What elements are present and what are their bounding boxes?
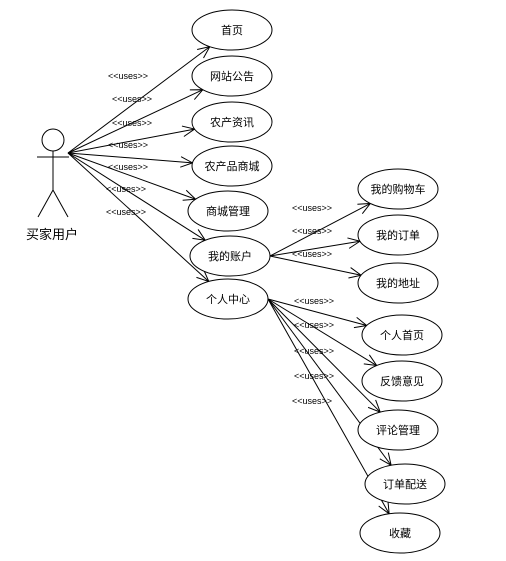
use-case-ellipse xyxy=(191,145,273,187)
relation-line-announcements xyxy=(67,89,204,154)
use-case-label: 收藏 xyxy=(389,526,411,540)
uses-label-review-management: <<uses>> xyxy=(294,346,334,356)
relation-line-mall-management xyxy=(67,152,196,200)
use-case-label: 商城管理 xyxy=(206,204,250,218)
use-case-ellipse xyxy=(187,278,269,320)
uses-label-my-account: <<uses>> xyxy=(106,184,146,194)
relation-line-my-address xyxy=(269,255,362,276)
uses-label-personal-home: <<uses>> xyxy=(294,296,334,306)
relation-line-agri-news xyxy=(67,128,195,154)
use-case-favorites: 收藏 xyxy=(359,512,441,554)
relation-line-my-orders xyxy=(269,240,361,257)
use-case-ellipse xyxy=(189,235,271,277)
uses-label-my-orders: <<uses>> xyxy=(292,226,332,236)
use-case-home: 首页 xyxy=(191,9,273,51)
relation-labels-layer: <<uses>> <<uses>> <<uses>> <<uses>> <<uses>>… xyxy=(106,71,334,406)
use-case-ellipse xyxy=(361,360,443,402)
actor-buyer: 买家用户 xyxy=(26,128,78,243)
uses-label-agri-mall: <<uses>> xyxy=(108,140,148,150)
use-case-ellipse xyxy=(191,9,273,51)
use-case-order-delivery: 订单配送 xyxy=(364,463,446,505)
use-case-label: 评论管理 xyxy=(376,423,420,437)
use-case-agri-mall: 农产品商城 xyxy=(191,145,273,187)
use-case-my-orders: 我的订单 xyxy=(357,214,439,256)
use-case-personal-center: 个人中心 xyxy=(187,278,269,320)
uses-label-home: <<uses>> xyxy=(108,71,148,81)
use-case-ellipse xyxy=(364,463,446,505)
use-case-label: 个人中心 xyxy=(206,293,250,306)
uses-label-agri-news: <<uses>> xyxy=(112,118,152,128)
uses-label-favorites: <<uses>> xyxy=(292,396,332,406)
use-case-label: 首页 xyxy=(221,23,243,37)
use-case-ellipse xyxy=(191,55,273,97)
use-case-announcements: 网站公告 xyxy=(191,55,273,97)
use-case-ellipse xyxy=(361,314,443,356)
use-case-feedback: 反馈意见 xyxy=(361,360,443,402)
use-case-label: 网站公告 xyxy=(210,69,254,83)
relation-line-personal-home xyxy=(267,298,367,327)
relation-line-personal-center xyxy=(67,152,210,282)
uses-label-my-cart: <<uses>> xyxy=(292,203,332,213)
relation-line-feedback xyxy=(267,298,377,366)
use-case-label: 个人首页 xyxy=(380,328,424,342)
actor-label: 买家用户 xyxy=(26,227,78,243)
uses-label-personal-center: <<uses>> xyxy=(106,207,146,217)
use-case-review-management: 评论管理 xyxy=(357,409,439,451)
actor-head xyxy=(41,128,65,152)
use-case-label: 反馈意见 xyxy=(380,374,424,388)
use-case-ellipse xyxy=(187,190,269,232)
relation-line-my-cart xyxy=(269,203,371,257)
use-case-ellipse xyxy=(359,512,441,554)
uses-label-my-address: <<uses>> xyxy=(292,249,332,259)
uses-label-announcements: <<uses>> xyxy=(112,94,152,104)
relation-line-agri-mall xyxy=(67,152,193,164)
uses-label-order-delivery: <<uses>> xyxy=(294,371,334,381)
uses-label-mall-management: <<uses>> xyxy=(108,162,148,172)
use-case-ellipse xyxy=(357,262,439,304)
use-case-label: 我的订单 xyxy=(376,228,420,242)
use-case-label: 我的购物车 xyxy=(371,182,426,196)
use-case-label: 我的地址 xyxy=(376,276,420,290)
actor-right-leg xyxy=(52,189,69,218)
use-case-label: 农产品商城 xyxy=(205,159,260,173)
use-case-label: 我的账户 xyxy=(208,249,252,263)
use-case-personal-home: 个人首页 xyxy=(361,314,443,356)
use-case-mall-management: 商城管理 xyxy=(187,190,269,232)
relation-line-home xyxy=(67,46,211,154)
use-case-ellipse xyxy=(191,101,273,143)
use-case-agri-news: 农产资讯 xyxy=(191,101,273,143)
use-case-my-address: 我的地址 xyxy=(357,262,439,304)
use-case-ellipse xyxy=(357,168,439,210)
actor-left-leg xyxy=(37,189,54,218)
uses-label-feedback: <<uses>> xyxy=(294,320,334,330)
use-case-my-account: 我的账户 xyxy=(189,235,271,277)
use-case-ellipse xyxy=(357,214,439,256)
use-case-label: 订单配送 xyxy=(383,477,427,491)
use-case-ellipse xyxy=(357,409,439,451)
use-case-label: 农产资讯 xyxy=(210,115,254,129)
relation-line-review-management xyxy=(267,298,381,413)
relation-line-my-account xyxy=(67,152,206,241)
use-case-my-cart: 我的购物车 xyxy=(357,168,439,210)
